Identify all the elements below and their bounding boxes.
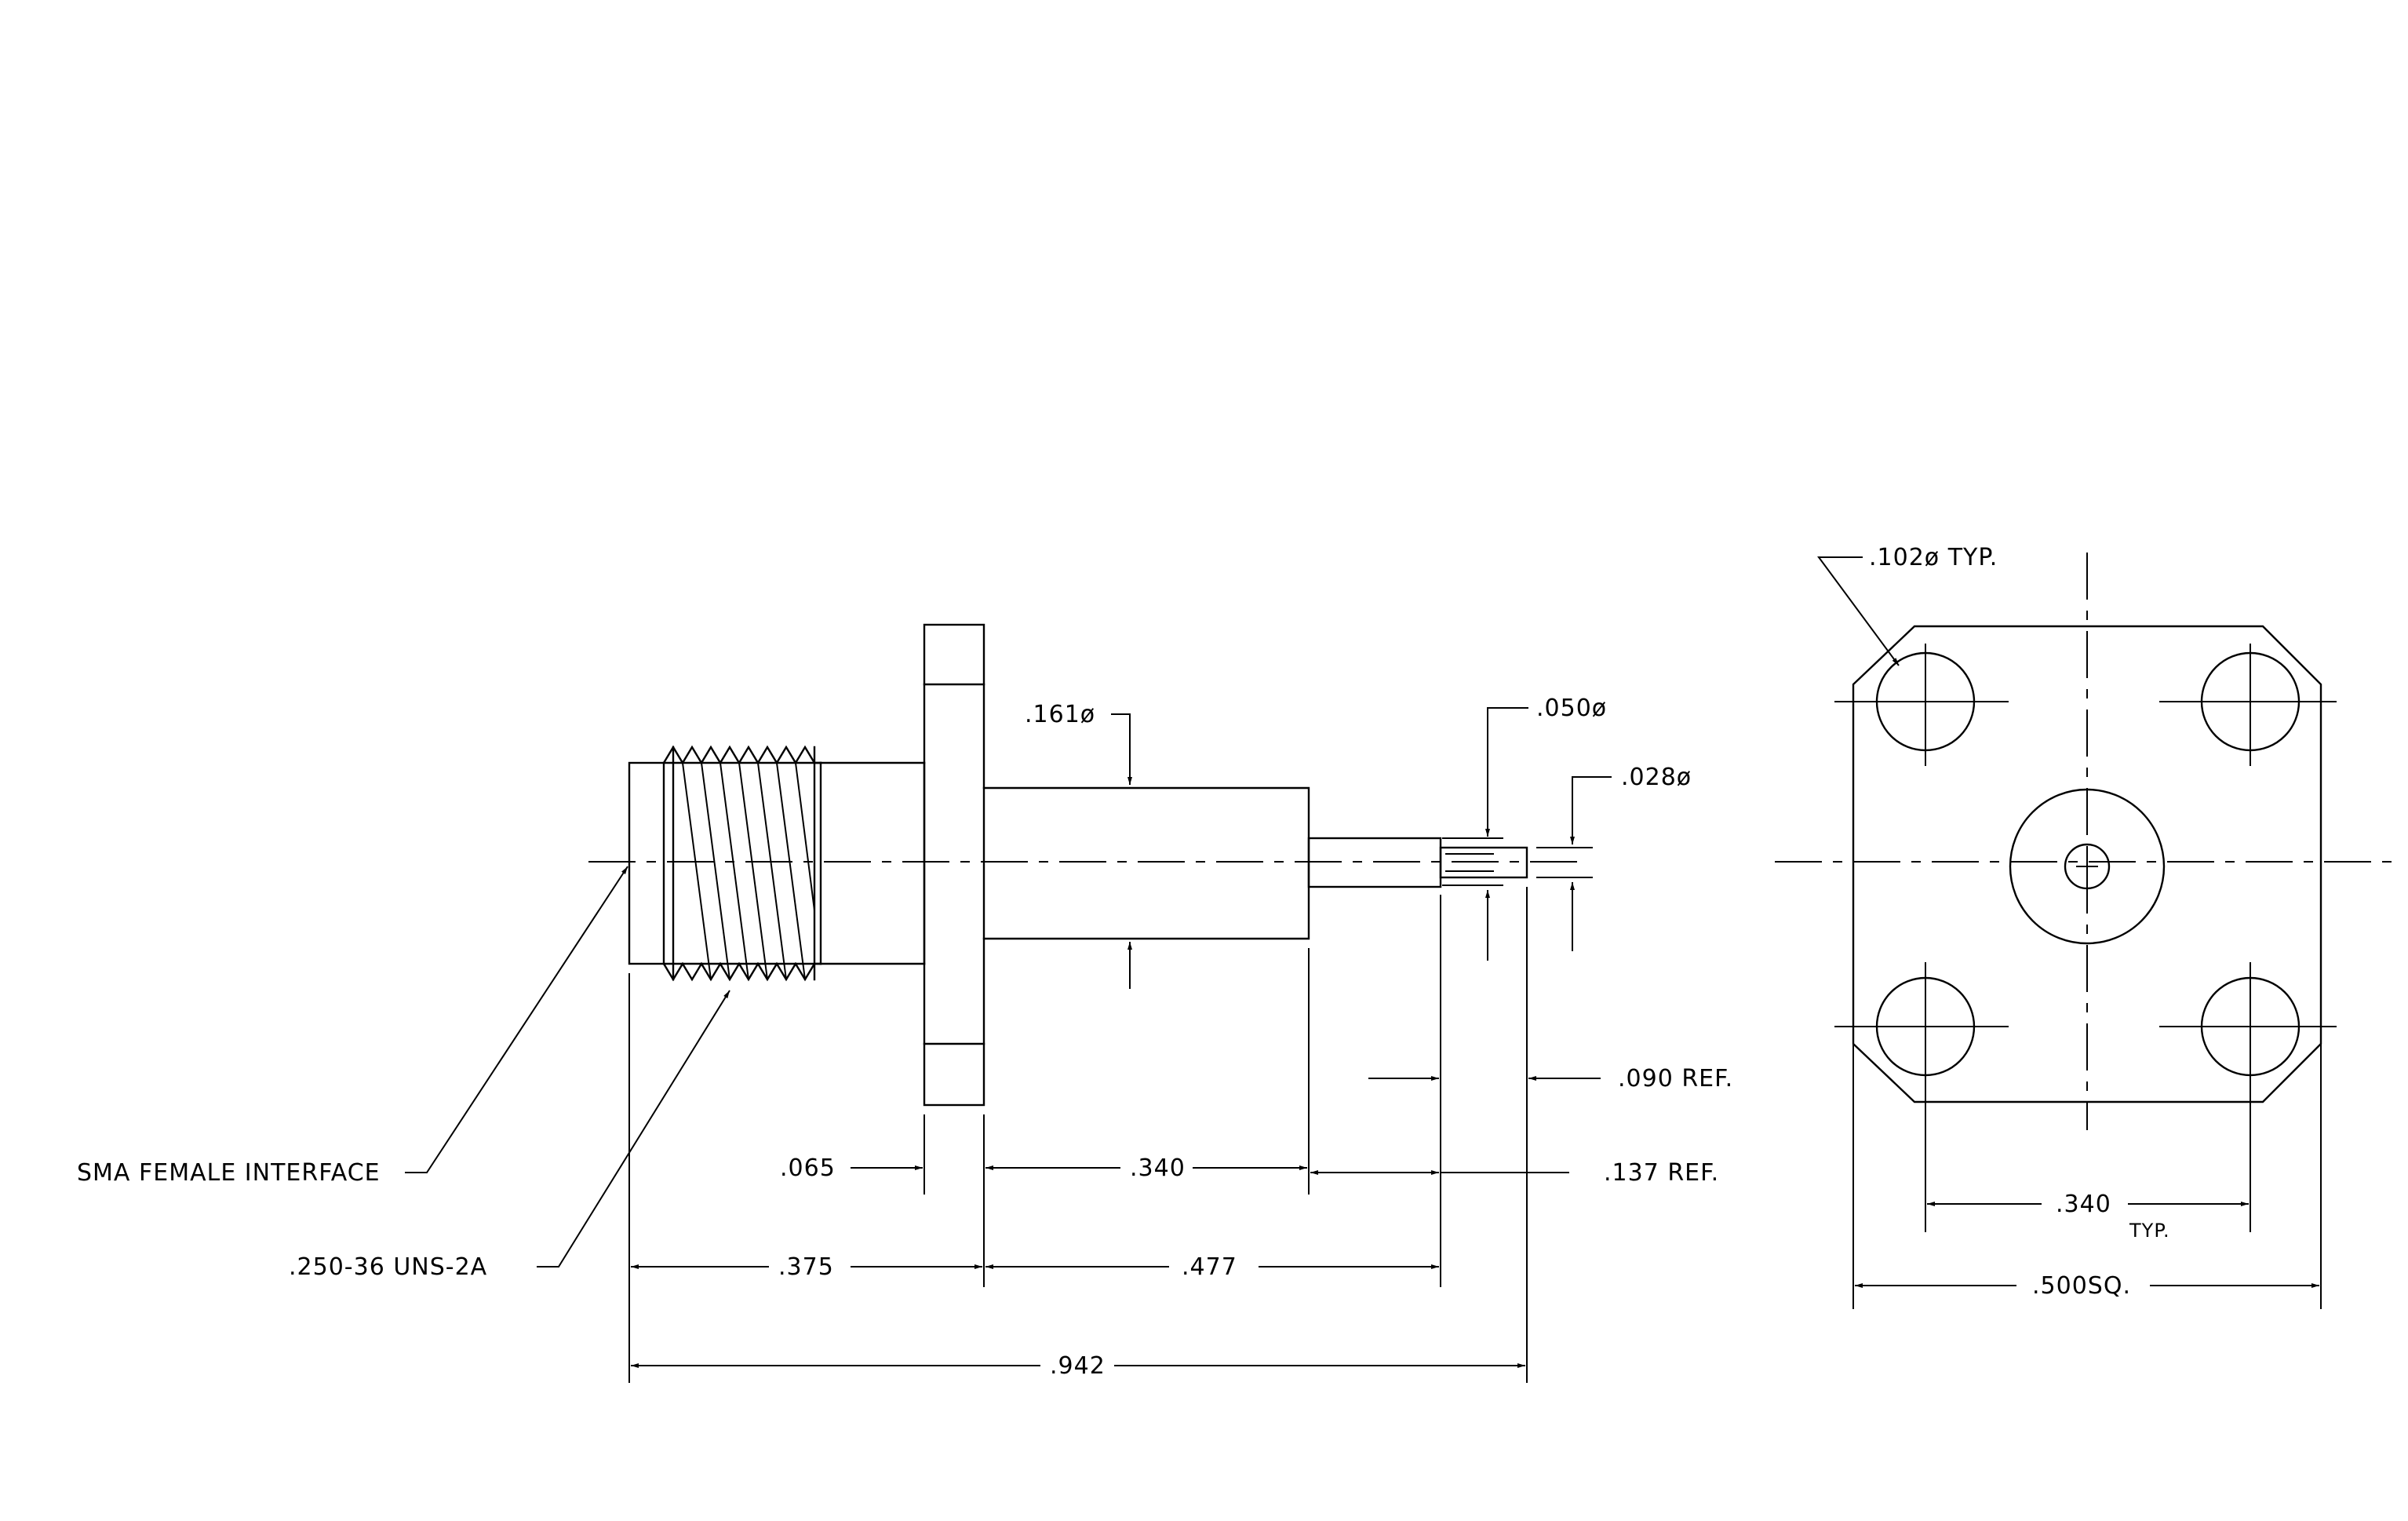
dim-body-length: .340 [985, 1154, 1307, 1182]
dim-body-diameter: .161ø [1025, 701, 1132, 989]
dim-ref-137: .137 REF. [1310, 1159, 1719, 1187]
callout-label-interface: SMA FEMALE INTERFACE [77, 1159, 381, 1187]
dim-label-front-length: .375 [778, 1253, 834, 1281]
dim-label-hole-spacing: .340 [2056, 1191, 2111, 1218]
callout-label-hole-diameter: .102ø TYP. [1869, 544, 1998, 571]
mounting-hole [1834, 962, 2009, 1091]
callout-interface: SMA FEMALE INTERFACE [77, 866, 628, 1187]
dim-hole-spacing: .340 TYP. [1927, 1191, 2249, 1242]
callout-label-thread: .250-36 UNS-2A [289, 1253, 487, 1281]
center-dielectric [2009, 788, 2166, 945]
square-flange-outline [1852, 625, 2322, 1103]
dim-label-pin-ref: .090 REF. [1618, 1065, 1733, 1092]
dim-tip-diameter: .028ø [1536, 764, 1692, 951]
center-pin [1439, 846, 1528, 879]
center-contact [2064, 843, 2111, 890]
dim-label-body-length: .340 [1130, 1154, 1186, 1182]
rear-body [982, 786, 1310, 940]
dim-rear-length: .477 [985, 1253, 1439, 1281]
dim-pin-ref: .090 REF. [1368, 1065, 1733, 1092]
dim-flange-thickness: .065 [780, 1154, 923, 1182]
end-view: .102ø TYP. .340 TYP. .500SQ. [1775, 544, 2393, 1309]
dim-label-body-diameter: .161ø [1025, 701, 1095, 728]
mounting-hole [2159, 644, 2337, 766]
dim-overall-length: .942 [631, 1352, 1525, 1380]
dim-label-flange-size: .500SQ. [2032, 1272, 2131, 1300]
callout-hole-diameter: .102ø TYP. [1817, 544, 1998, 666]
dim-label-tip-diameter: .028ø [1621, 764, 1692, 791]
dim-label-overall-length: .942 [1050, 1352, 1106, 1380]
mounting-flange [923, 623, 985, 1107]
dim-label-pin-diameter: .050ø [1536, 695, 1607, 722]
interface-face [628, 761, 665, 965]
dim-label-flange-thickness: .065 [780, 1154, 836, 1182]
dim-flange-size: .500SQ. [1855, 1272, 2319, 1300]
dim-label-rear-length: .477 [1182, 1253, 1237, 1281]
callout-thread: .250-36 UNS-2A [289, 990, 730, 1281]
mounting-hole [2159, 962, 2337, 1091]
dim-front-length: .375 [631, 1253, 982, 1281]
dim-label-hole-spacing-note: TYP. [2129, 1220, 2170, 1242]
threaded-section [662, 745, 822, 982]
mounting-hole [1834, 644, 2009, 766]
dim-label-ref-137: .137 REF. [1604, 1159, 1719, 1187]
dim-pin-diameter: .050ø [1442, 695, 1607, 961]
side-view: .161ø .050ø .028ø .090 REF. .065 [77, 623, 1733, 1383]
